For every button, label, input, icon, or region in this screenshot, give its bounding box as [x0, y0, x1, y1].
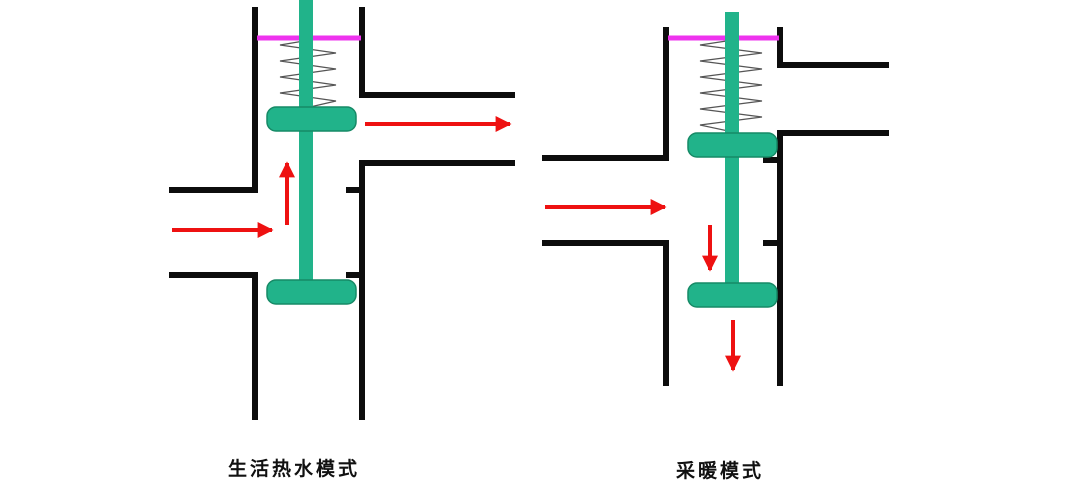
dhw-mode-caption: 生活热水模式 [228, 458, 361, 480]
heating-valve-body [542, 27, 889, 386]
heating-spring [699, 39, 763, 133]
dhw-mode-panel [169, 0, 515, 420]
valve-diagram-canvas [169, 0, 889, 420]
heating-lower-valve-disc [687, 282, 778, 308]
dhw-valve-body [169, 7, 515, 420]
heating-mode-panel [542, 12, 889, 386]
heating-mode-caption: 采暖模式 [676, 460, 765, 482]
heating-upper-valve-disc [687, 132, 778, 158]
dhw-lower-valve-disc [266, 279, 357, 305]
dhw-valve-stem [299, 0, 313, 290]
dhw-upper-valve-disc [266, 106, 357, 132]
